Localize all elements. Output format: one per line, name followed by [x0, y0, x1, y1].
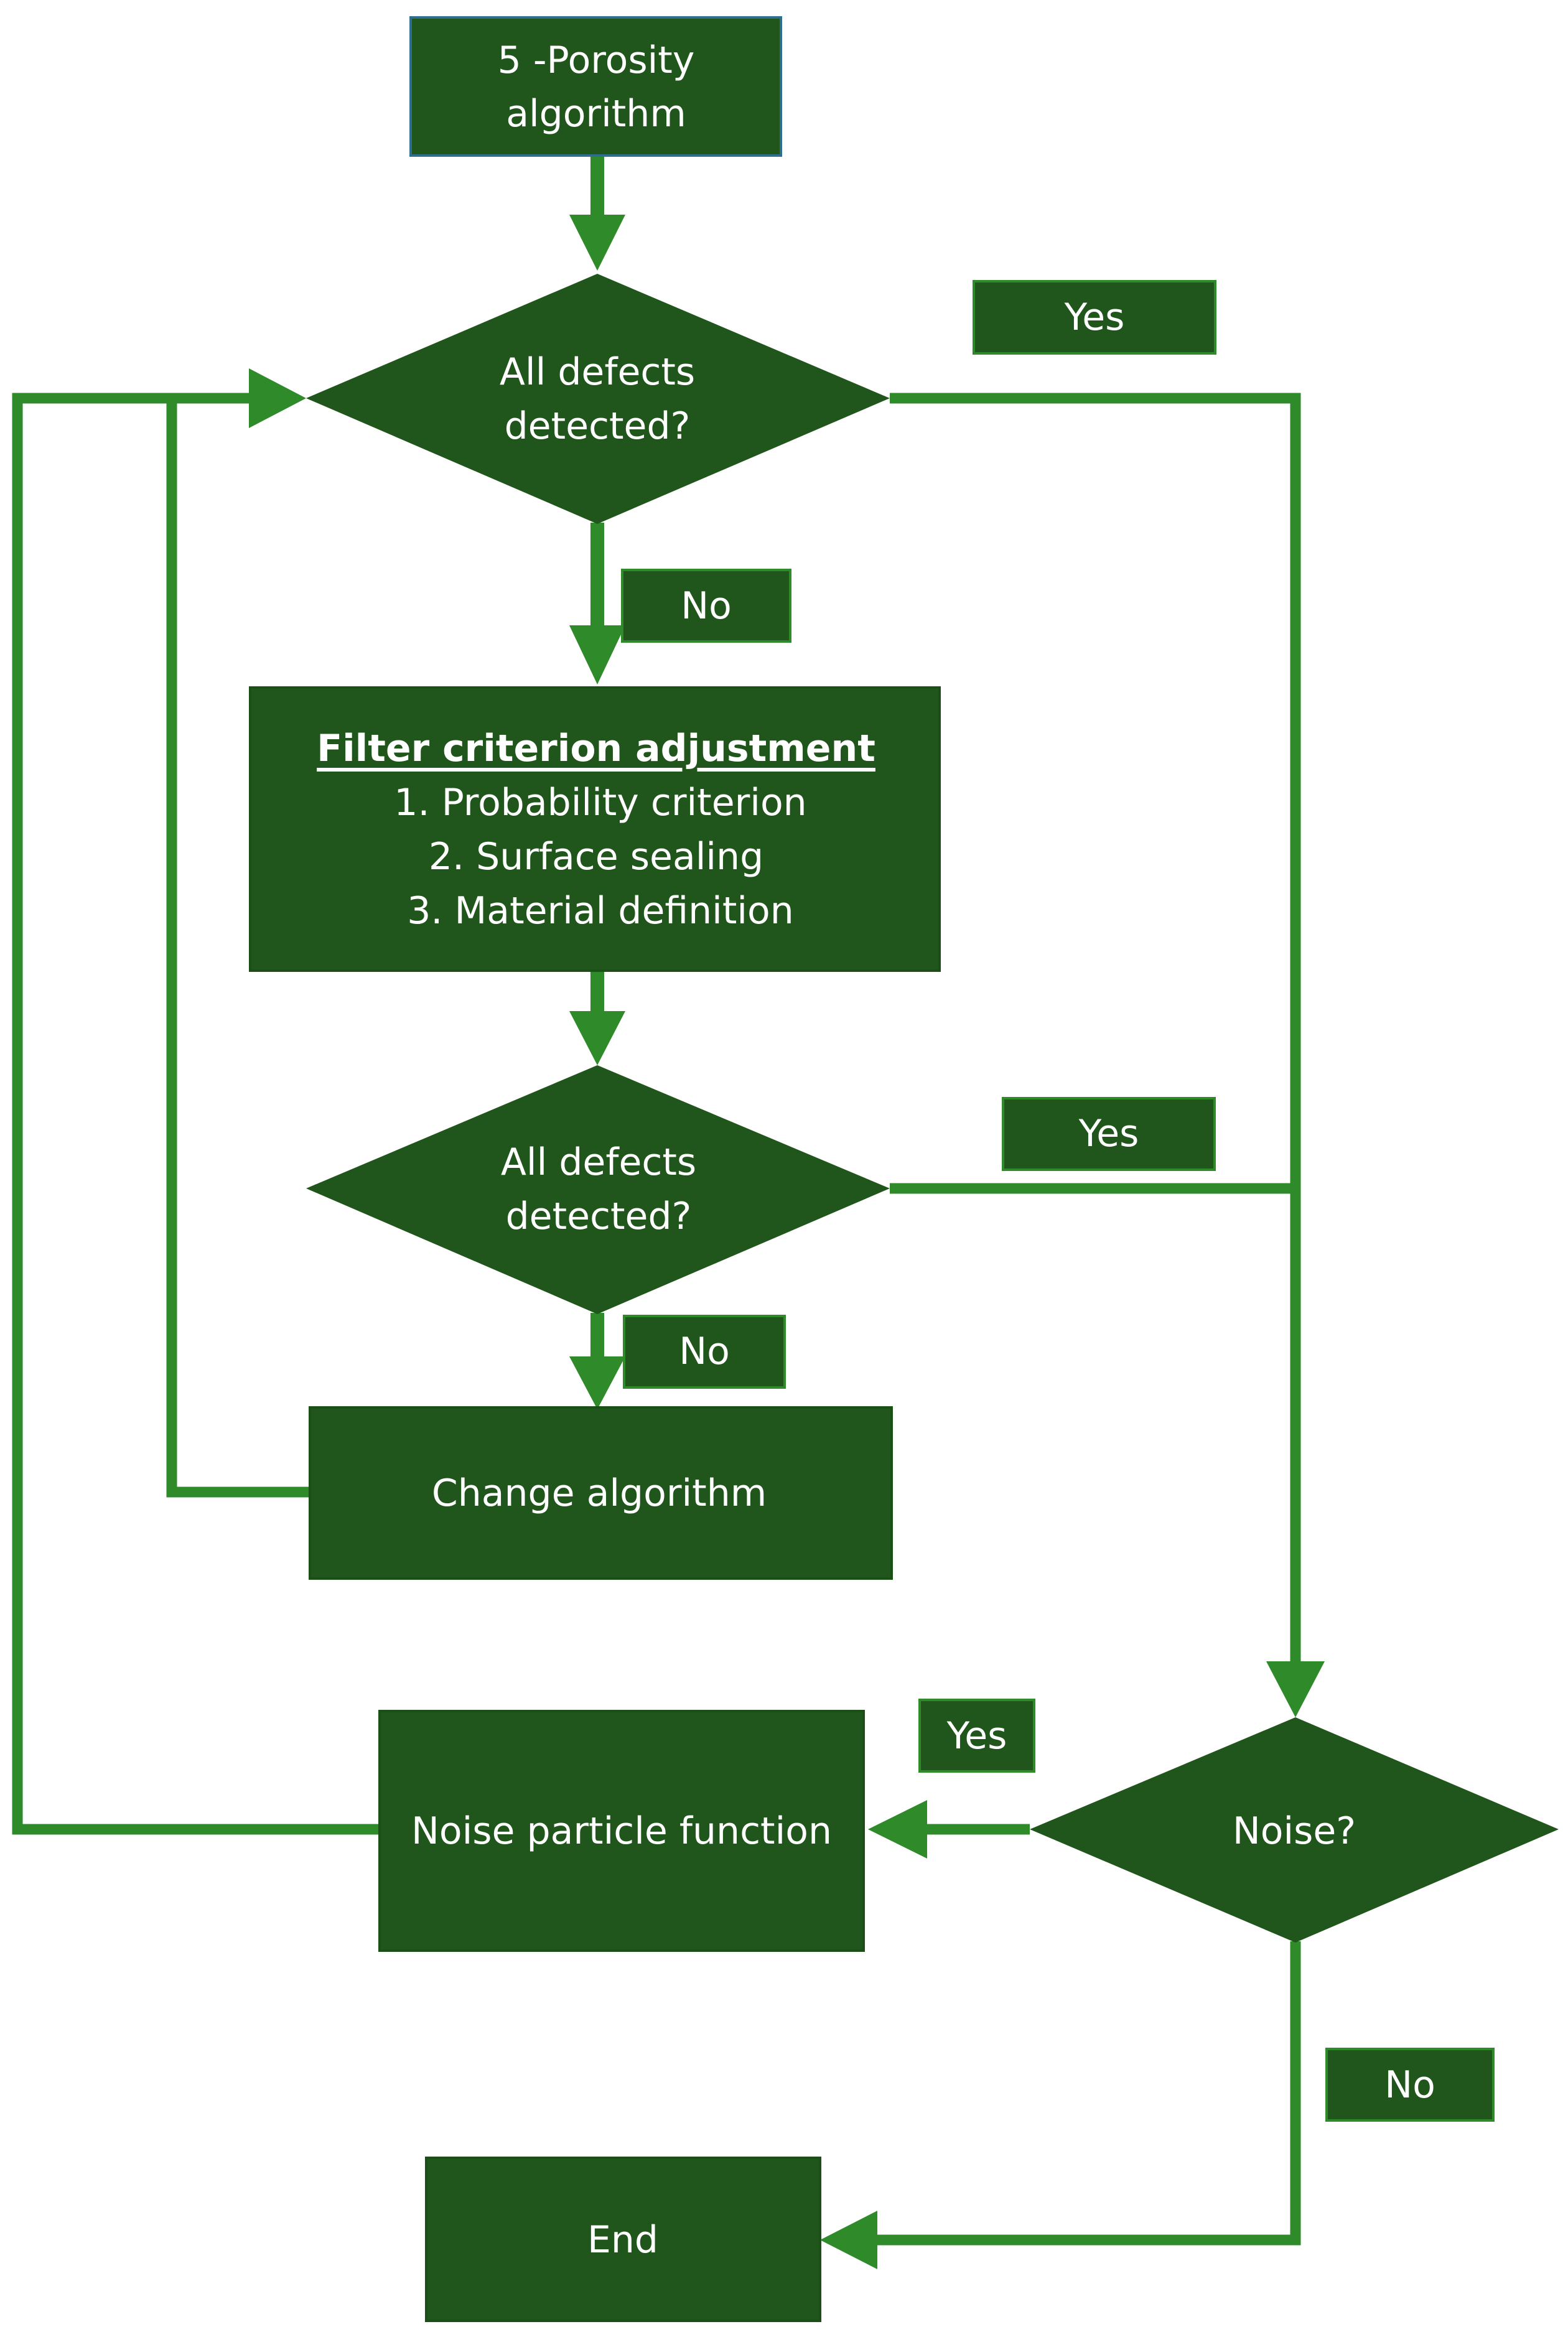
decision2-yes-tag: Yes	[1002, 1097, 1216, 1171]
decision-all-defects-1: All defects detected?	[306, 274, 890, 524]
decision-noise: Noise?	[1030, 1717, 1559, 1943]
arrowhead-change-top	[569, 1356, 625, 1409]
decision2-no-tag: No	[623, 1315, 786, 1389]
connector-decision1-yes	[890, 393, 1301, 1671]
decision2-label-line1: All defects	[501, 1141, 696, 1184]
noise-no-tag: No	[1325, 2048, 1495, 2122]
end-node: End	[425, 2157, 821, 2322]
decision1-label-line2: detected?	[505, 404, 691, 448]
filter-item-2: 2. Surface sealing	[429, 835, 763, 879]
arrowhead-decision1-top	[569, 215, 625, 271]
decision2-no-label: No	[679, 1330, 730, 1373]
decision2-yes-label: Yes	[1078, 1112, 1139, 1155]
noise-particle-function-node: Noise particle function	[378, 1710, 865, 1952]
change-algorithm-label: Change algorithm	[432, 1472, 767, 1515]
change-algorithm-node: Change algorithm	[309, 1406, 893, 1580]
arrowhead-end	[820, 2211, 877, 2269]
decision-all-defects-2: All defects detected?	[306, 1065, 890, 1314]
decision1-no-label: No	[681, 584, 732, 628]
start-label-line2: algorithm	[506, 92, 686, 136]
noise-decision-label: Noise?	[1233, 1809, 1356, 1853]
start-node: 5 -Porosity algorithm	[409, 16, 782, 157]
end-label: End	[587, 2218, 658, 2262]
connector-noise-loop	[12, 393, 380, 1835]
decision1-no-tag: No	[621, 569, 791, 643]
decision1-yes-label: Yes	[1064, 296, 1125, 339]
filter-title: Filter criterion adjustment	[317, 727, 875, 770]
decision1-label-line1: All defects	[500, 350, 695, 394]
arrowhead-decision2-top	[569, 1011, 625, 1065]
filter-criterion-node: Filter criterion adjustment 1. Probabili…	[249, 686, 941, 972]
arrowhead-noise-function	[868, 1800, 927, 1859]
noise-function-label: Noise particle function	[411, 1809, 832, 1853]
noise-yes-label: Yes	[946, 1714, 1007, 1758]
noise-yes-tag: Yes	[918, 1699, 1035, 1773]
arrowhead-noise-top	[1266, 1661, 1325, 1717]
arrowhead-decision1-left	[249, 368, 306, 428]
arrowhead-filter-top	[569, 625, 625, 684]
filter-item-1: 1. Probability criterion	[394, 781, 806, 824]
noise-no-label: No	[1384, 2063, 1435, 2107]
filter-item-3: 3. Material definition	[407, 889, 794, 933]
decision1-yes-tag: Yes	[973, 280, 1216, 355]
start-label-line1: 5 -Porosity	[498, 39, 695, 82]
decision2-label-line2: detected?	[506, 1195, 692, 1238]
connector-noise-no	[877, 1941, 1301, 2246]
